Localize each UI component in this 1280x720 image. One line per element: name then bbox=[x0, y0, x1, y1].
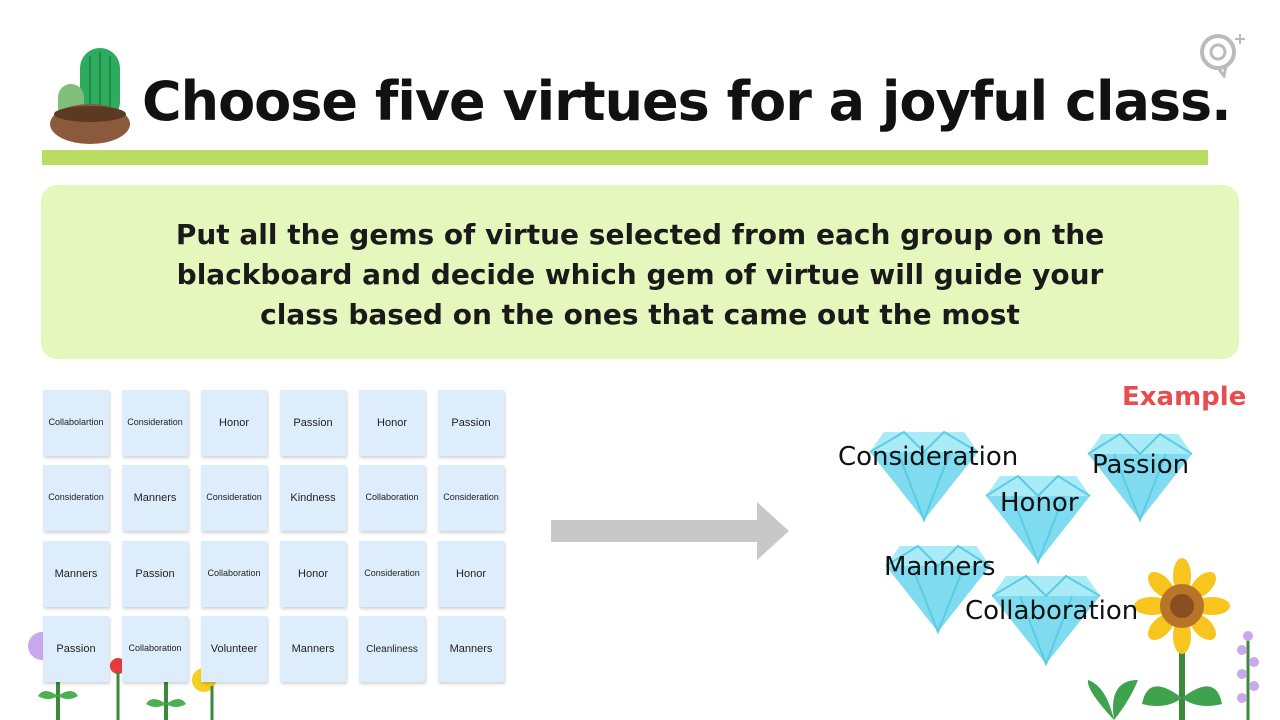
example-label: Example bbox=[1122, 382, 1247, 412]
gem-label-collaboration: Collaboration bbox=[965, 596, 1139, 626]
sticky-note: Kindness bbox=[280, 465, 346, 531]
sticky-note: Collaboration bbox=[201, 541, 267, 607]
diamond-gem-icon bbox=[869, 430, 979, 522]
instruction-text: Put all the gems of virtue selected from… bbox=[175, 218, 1105, 331]
arrow-right-icon bbox=[551, 502, 789, 560]
gem-label-manners: Manners bbox=[884, 552, 996, 582]
page-title: Choose five virtues for a joyful class. bbox=[142, 70, 1232, 133]
sticky-note: Honor bbox=[201, 390, 267, 456]
diamond-gem-icon bbox=[1087, 432, 1193, 522]
diamond-gem-icon bbox=[985, 474, 1091, 564]
diamond-gem-icon bbox=[991, 574, 1101, 666]
sticky-note: Consideration bbox=[122, 390, 188, 456]
sticky-note: Passion bbox=[280, 390, 346, 456]
sticky-note: Consideration bbox=[438, 465, 504, 531]
title-underline bbox=[42, 150, 1208, 165]
sticky-note: Collaboration bbox=[359, 465, 425, 531]
sticky-note: Volunteer bbox=[201, 616, 267, 682]
sticky-note: Honor bbox=[280, 541, 346, 607]
sticky-note: Collaboration bbox=[122, 616, 188, 682]
sticky-note: Collabolartion bbox=[43, 390, 109, 456]
sticky-note: Manners bbox=[280, 616, 346, 682]
sticky-note: Consideration bbox=[201, 465, 267, 531]
sticky-note: Honor bbox=[359, 390, 425, 456]
gem-label-consideration: Consideration bbox=[838, 442, 1019, 472]
sticky-note: Honor bbox=[438, 541, 504, 607]
sticky-note: Cleanliness bbox=[359, 616, 425, 682]
sticky-note: Manners bbox=[438, 616, 504, 682]
sticky-note: Passion bbox=[122, 541, 188, 607]
instruction-box: Put all the gems of virtue selected from… bbox=[41, 185, 1239, 359]
gem-label-passion: Passion bbox=[1092, 450, 1190, 480]
sticky-note: Manners bbox=[43, 541, 109, 607]
sticky-note: Consideration bbox=[359, 541, 425, 607]
sticky-note: Passion bbox=[438, 390, 504, 456]
sticky-note: Passion bbox=[43, 616, 109, 682]
diamond-gem-icon bbox=[885, 544, 991, 634]
sunflower-icon bbox=[1087, 558, 1259, 720]
cactus-pot-icon bbox=[50, 48, 130, 144]
sticky-note: Consideration bbox=[43, 465, 109, 531]
sticky-note: Manners bbox=[122, 465, 188, 531]
brand-logo-icon bbox=[1200, 34, 1245, 78]
gem-label-honor: Honor bbox=[1000, 488, 1079, 518]
